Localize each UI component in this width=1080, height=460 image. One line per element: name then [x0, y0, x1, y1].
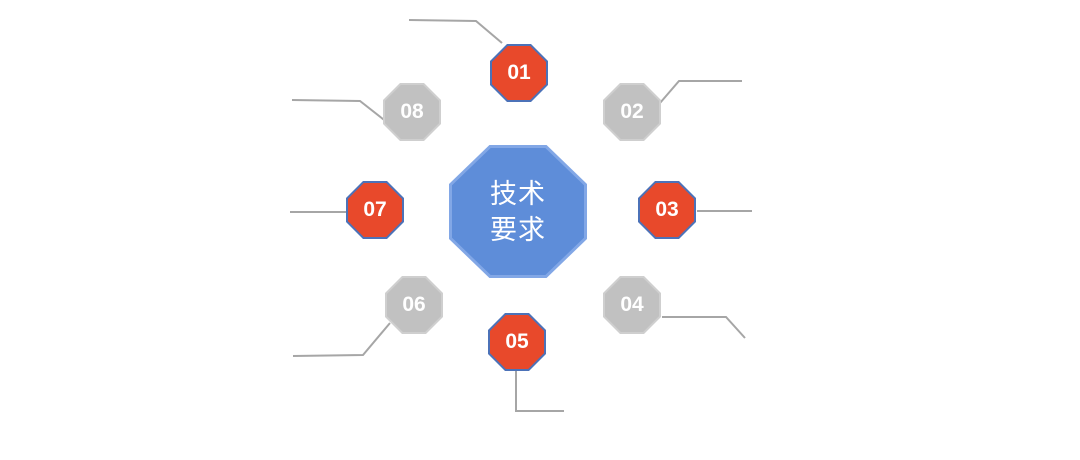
node-05: 05 — [488, 313, 546, 371]
leader-line-01 — [408, 19, 503, 44]
node-06-label: 06 — [387, 278, 441, 332]
node-07-label: 07 — [348, 183, 402, 237]
node-06: 06 — [385, 276, 443, 334]
node-03: 03 — [638, 181, 696, 239]
node-08-label: 08 — [385, 85, 439, 139]
center-octagon: 技术 要求 — [449, 145, 587, 278]
node-02-label: 02 — [605, 85, 659, 139]
leader-line-04 — [662, 316, 746, 339]
node-08: 08 — [383, 83, 441, 141]
node-01-label: 01 — [492, 46, 546, 100]
node-05-label: 05 — [490, 315, 544, 369]
center-label-line1: 技术 — [490, 178, 546, 209]
leader-line-05 — [515, 370, 564, 412]
node-03-label: 03 — [640, 183, 694, 237]
node-02: 02 — [603, 83, 661, 141]
leader-line-02 — [659, 80, 742, 104]
center-label-line2: 要求 — [490, 214, 546, 245]
node-01: 01 — [490, 44, 548, 102]
center-octagon-fill: 技术 要求 — [452, 148, 584, 275]
node-04-label: 04 — [605, 278, 659, 332]
node-07: 07 — [346, 181, 404, 239]
node-04: 04 — [603, 276, 661, 334]
leader-line-06 — [292, 322, 391, 357]
leader-line-08 — [291, 99, 389, 124]
